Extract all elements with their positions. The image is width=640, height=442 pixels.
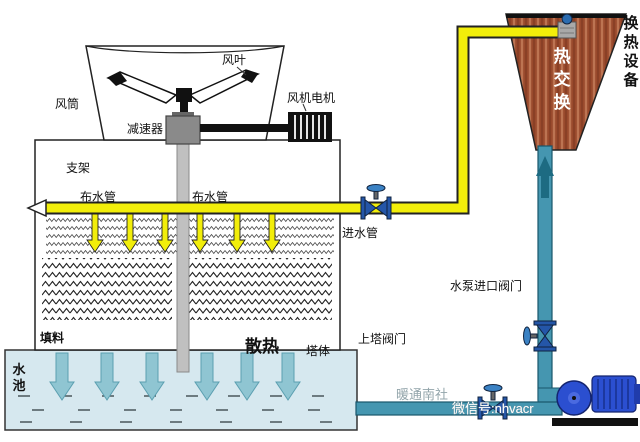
riser-piping <box>355 145 569 416</box>
valve-flange <box>360 196 366 220</box>
label-heat-dissipation: 散热 <box>245 336 279 356</box>
valve-handwheel <box>366 184 386 192</box>
valve-handwheel <box>523 326 531 346</box>
riser-valve <box>523 320 557 352</box>
fill-material-left <box>42 258 172 320</box>
label-support: 支架 <box>66 161 90 175</box>
fan-assembly <box>106 69 332 145</box>
label-water-pool: 水池 <box>12 362 26 393</box>
watermark-brand: 暖通南社 <box>396 387 448 402</box>
drive-shaft <box>176 143 190 373</box>
label-fan-blade: 风叶 <box>222 53 246 67</box>
spray-arrow-icon <box>191 213 209 253</box>
label-water-dist-right: 布水管 <box>192 189 228 204</box>
label-fan-cylinder: 风筒 <box>55 96 79 111</box>
spray-texture <box>46 215 334 255</box>
gear-reducer <box>165 115 201 145</box>
pump-base <box>552 418 638 426</box>
label-gear-reducer: 减速器 <box>127 122 163 136</box>
water-arrow-icon <box>234 352 260 401</box>
label-tower-supply-valve: 上塔阀门 <box>358 331 406 346</box>
label-pump-inlet-valve: 水泵进口阀门 <box>450 278 522 293</box>
label-fan-motor: 风机电机 <box>287 91 335 105</box>
fan-shaft <box>180 100 188 118</box>
spray-arrow-icon <box>156 213 174 253</box>
reducer-top-plate <box>172 112 194 118</box>
fitting-knob <box>561 13 573 25</box>
fan-motor-leader <box>302 103 307 112</box>
inlet-valve <box>360 184 392 220</box>
fan-hub <box>176 88 192 102</box>
spray-arrow-icon <box>86 213 104 253</box>
label-tower-body: 塔体 <box>306 344 330 358</box>
water-arrow-icon <box>49 352 75 401</box>
water-arrow-icon <box>275 352 301 401</box>
water-pump <box>552 375 640 426</box>
label-water-dist-left: 布水管 <box>80 189 116 204</box>
water-arrow-icon <box>139 352 165 401</box>
label-fill-material: 填料 <box>40 330 64 345</box>
pipe-end-arrow-icon <box>26 198 47 218</box>
valve-flange <box>533 320 557 326</box>
fan-blade-left-tip <box>108 72 127 86</box>
fill-material-right <box>186 258 332 320</box>
label-heat-exchange-equipment: 换热设备 <box>622 14 639 89</box>
exchanger-top-fitting <box>557 13 577 39</box>
water-arrow-icon <box>194 352 220 401</box>
pool-water-dashes <box>18 395 348 423</box>
flow-up-arrow-icon <box>536 156 554 198</box>
watermark-wechat: 微信号:nhvacr <box>452 401 534 416</box>
water-arrow-icon <box>94 352 120 401</box>
fan-blade-leader <box>236 66 247 76</box>
valve-flange <box>533 346 557 352</box>
valve-flange <box>502 396 508 420</box>
motor-end-cap <box>634 384 640 404</box>
pump-shaft-dot <box>572 396 576 400</box>
motor-fins <box>597 379 629 409</box>
yellow-pipe <box>46 27 566 213</box>
suction-valve <box>477 384 508 420</box>
spray-arrow-icon <box>263 213 281 253</box>
spray-arrow-icon <box>228 213 246 253</box>
valve-flange <box>386 196 392 220</box>
spray-arrows <box>86 213 281 253</box>
valve-flange <box>477 396 483 420</box>
motor-coil-lines <box>294 115 326 139</box>
valve-handwheel <box>483 384 503 392</box>
falling-water-arrows <box>49 352 301 401</box>
label-water-inlet-pipe: 进水管 <box>342 225 378 240</box>
fan-blade-right-tip <box>241 70 258 83</box>
drive-bar <box>200 124 290 132</box>
fan-shroud-rim <box>85 45 285 54</box>
spray-arrow-icon <box>121 213 139 253</box>
label-heat-exchange: 热交换 <box>554 46 572 112</box>
